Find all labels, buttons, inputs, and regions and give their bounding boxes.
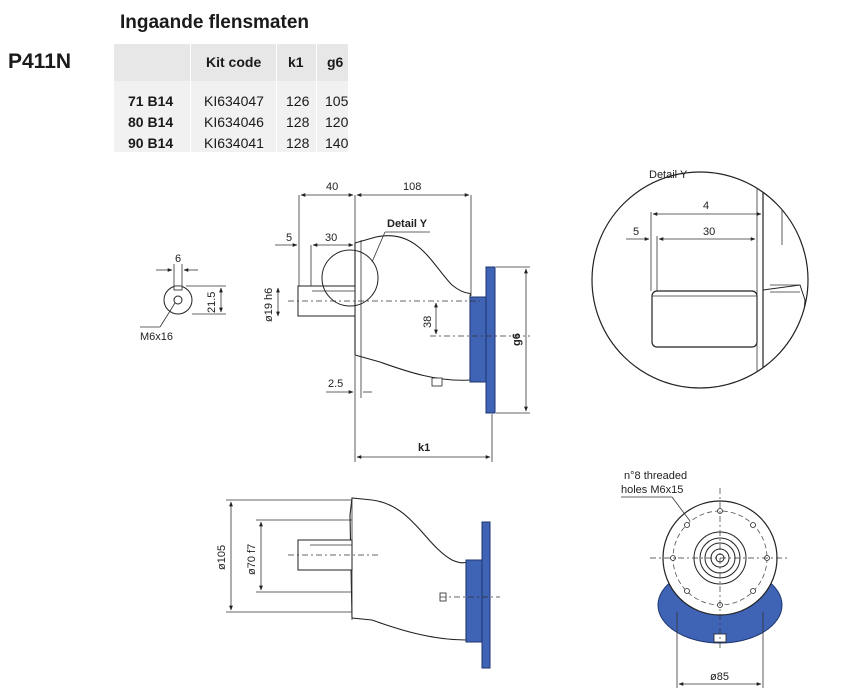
dim-21-5-label: 21.5 [206, 292, 218, 313]
dim-38-label: 38 [422, 316, 434, 328]
column-separator [316, 44, 317, 152]
table-row-kit: KI634046 [204, 114, 264, 130]
table-row-kit: KI634047 [204, 93, 264, 109]
table-row-size: 71 B14 [128, 93, 174, 109]
dim-85-label: ø85 [710, 671, 729, 683]
table-body [114, 81, 348, 152]
table-row-k1: 126 [286, 93, 310, 109]
holes-leader [671, 496, 691, 522]
key [173, 285, 183, 291]
table-row-g6: 140 [325, 135, 349, 151]
lower-side-view: ø105 ø70 f7 [216, 497, 500, 669]
model-label: P411N [8, 50, 72, 73]
shaft-end-view: 6 21.5 M6x16 [140, 253, 226, 343]
section-heading: Ingaande flensmaten [120, 12, 309, 33]
dim-2-5-label: 2.5 [328, 378, 343, 390]
column-separator [276, 44, 277, 152]
thread-hole [173, 295, 183, 305]
dim-6-label: 6 [175, 253, 181, 265]
holes-label-line2: holes M6x15 [621, 484, 683, 496]
column-separator [190, 44, 191, 152]
table-header-row [114, 44, 348, 81]
thread-leader [159, 302, 176, 328]
lower-flange-plate [481, 521, 491, 669]
holes-label-line1: n°8 threaded [624, 470, 687, 482]
shaft-dia-label: ø19 h6 [263, 288, 275, 322]
thread-label: M6x16 [140, 331, 173, 343]
dim-5-label: 5 [286, 232, 292, 244]
front-view: n°8 threaded holes M6x15 ø85 [621, 470, 790, 688]
housing-outline [354, 235, 471, 381]
dim-105-label: ø105 [216, 545, 228, 570]
header-g6: g6 [327, 54, 344, 70]
dim-k1-label: k1 [418, 442, 430, 454]
dim-g6-label: g6 [511, 333, 523, 346]
detail-shaft [651, 290, 758, 348]
header-k1: k1 [288, 54, 304, 70]
lower-flange-hub [465, 559, 483, 643]
table-row-g6: 105 [325, 93, 349, 109]
dim-30-label: 30 [325, 232, 337, 244]
side-view: 40 108 Detail Y 5 30 ø19 h6 38 g6 2.5 k1 [263, 181, 530, 462]
flange-hub [469, 296, 487, 383]
header-kit-code: Kit code [206, 54, 262, 70]
detail-y-label: Detail Y [387, 218, 428, 230]
dim-108-label: 108 [403, 181, 421, 193]
dim-30-label: 30 [703, 226, 715, 238]
table-row-k1: 128 [286, 135, 310, 151]
detail-y-title: Detail Y [649, 169, 688, 181]
table-row-g6: 120 [325, 114, 349, 130]
table-row-k1: 128 [286, 114, 310, 130]
table-row-size: 80 B14 [128, 114, 174, 130]
dim-4-label: 4 [703, 200, 709, 212]
dimension-table: Kit code k1 g6 71 B14 KI634047 126 105 8… [114, 44, 348, 152]
dim-5-label: 5 [633, 226, 639, 238]
lower-housing-outline [349, 497, 469, 641]
detail-leader [371, 231, 386, 263]
detail-y-view: Detail Y 4 5 30 [591, 169, 809, 389]
table-row-kit: KI634041 [204, 135, 264, 151]
drain-plug [431, 377, 443, 387]
detail-y-circle [321, 249, 379, 307]
dim-40-label: 40 [326, 181, 338, 193]
table-row-size: 90 B14 [128, 135, 174, 151]
dim-70-label: ø70 f7 [246, 544, 258, 575]
flange-plate [485, 266, 496, 414]
detail-circle [591, 171, 809, 389]
